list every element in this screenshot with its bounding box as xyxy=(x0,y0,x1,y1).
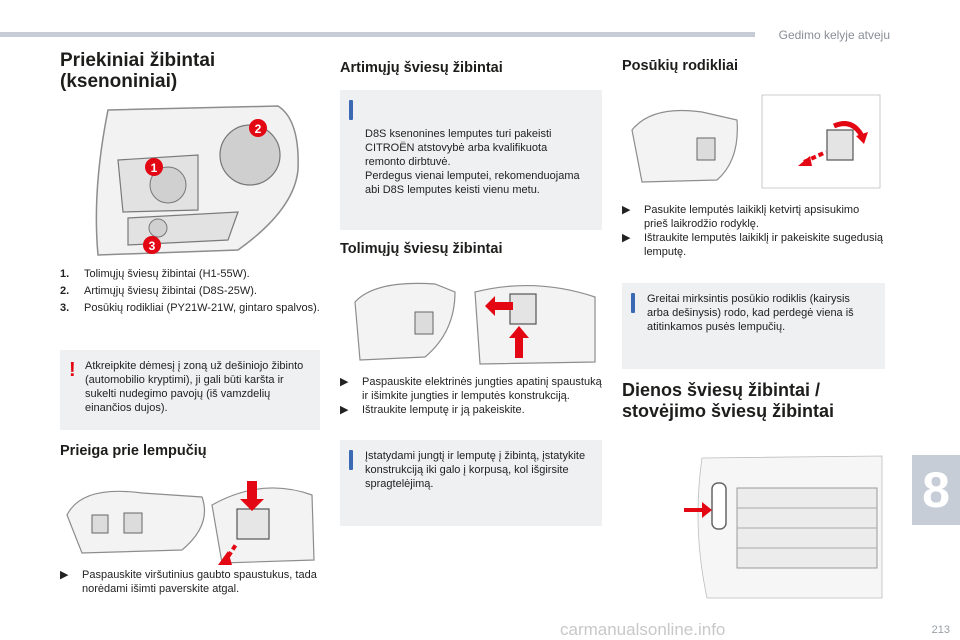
drl-illustration xyxy=(682,448,884,600)
high-beam-illustration xyxy=(345,272,600,367)
triangle-bullet-icon: ▶ xyxy=(622,232,631,244)
high-beam-steps: ▶ Paspauskite elektrinės jungties apatin… xyxy=(340,375,602,417)
access-step: ▶ Paspauskite viršutinius gaubto spaustu… xyxy=(60,569,317,595)
triangle-bullet-icon: ▶ xyxy=(60,569,69,581)
turn-signal-illustration xyxy=(622,90,884,190)
triangle-bullet-icon: ▶ xyxy=(340,376,349,388)
callout-3: 3 xyxy=(149,239,156,253)
chapter-number: 8 xyxy=(922,462,950,518)
info-bar-icon xyxy=(349,100,353,120)
callout-1-badge xyxy=(145,158,163,176)
warning-box: ! Atkreipkite dėmesį į zoną už dešiniojo… xyxy=(60,350,320,430)
high-beam-info-box: Įstatydami jungtį ir lemputę į žibintą, … xyxy=(340,440,602,526)
high-beam-step: ▶ Paspauskite elektrinės jungties apatin… xyxy=(340,376,602,402)
triangle-bullet-icon: ▶ xyxy=(622,204,631,216)
access-title: Prieiga prie lempučių xyxy=(60,443,207,459)
callout-2-badge xyxy=(249,119,267,137)
headlamp-illustration: 1 2 3 xyxy=(88,100,310,260)
turn-signal-info-box: Greitai mirksintis posūkio rodiklis (kai… xyxy=(622,283,885,369)
exclamation-warning-icon: ! xyxy=(69,359,76,381)
legend-item: 2.Artimųjų šviesų žibintai (D8S-25W). xyxy=(60,285,257,297)
turn-signal-title: Posūkių rodikliai xyxy=(622,58,739,74)
legend-item: 1.Tolimųjų šviesų žibintai (H1-55W). xyxy=(60,268,250,280)
drl-title: Dienos šviesų žibintai / stovėjimo švies… xyxy=(622,380,835,421)
top-rule xyxy=(0,32,755,37)
bulb-legend: 1.Tolimųjų šviesų žibintai (H1-55W). 2.A… xyxy=(60,267,320,318)
low-beam-info-box: D8S ksenonines lemputes turi pakeisti CI… xyxy=(340,90,602,230)
callout-2: 2 xyxy=(255,122,262,136)
callout-1: 1 xyxy=(151,161,158,175)
turn-signal-step: ▶ Pasukite lemputės laikiklį ketvirtį ap… xyxy=(622,204,860,230)
callout-3-badge xyxy=(143,236,161,254)
info-bar-icon xyxy=(349,450,353,470)
page-number: 213 xyxy=(931,624,950,636)
turn-signal-steps: ▶ Pasukite lemputės laikiklį ketvirtį ap… xyxy=(622,203,884,259)
triangle-bullet-icon: ▶ xyxy=(340,404,349,416)
running-head: Gedimo kelyje atveju xyxy=(778,28,890,42)
info-bar-icon xyxy=(631,293,635,313)
turn-signal-step: ▶ Ištraukite lemputės laikiklį ir pakeis… xyxy=(622,232,884,258)
bulb-access-illustration xyxy=(62,475,320,567)
watermark: carmanualsonline.info xyxy=(560,620,726,639)
legend-item: 3.Posūkių rodikliai (PY21W-21W, gintaro … xyxy=(60,302,320,314)
high-beam-title: Tolimųjų šviesų žibintai xyxy=(340,241,503,257)
column-headlamps: Priekiniai žibintai (ksenoniniai) xyxy=(60,50,320,92)
headlamps-title: Priekiniai žibintai (ksenoniniai) xyxy=(60,50,216,92)
chapter-tab: 8 xyxy=(912,455,960,525)
high-beam-step: ▶ Ištraukite lemputę ir ją pakeiskite. xyxy=(340,404,525,416)
low-beam-title: Artimųjų šviesų žibintai xyxy=(340,60,503,76)
